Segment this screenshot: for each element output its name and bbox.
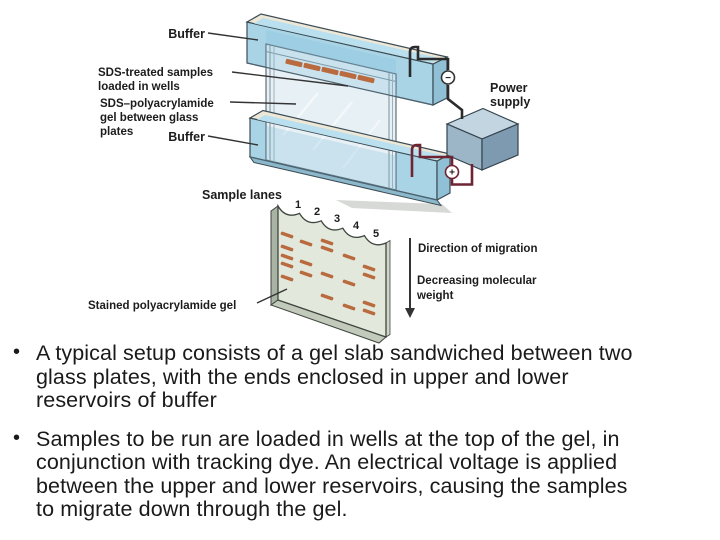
upper-tank-buffer-surface (254, 18, 441, 63)
samples-label-line1: SDS-treated samples (98, 67, 213, 79)
pointer-lines (207, 32, 349, 304)
positive-wire-lower (450, 164, 474, 186)
power-supply (445, 107, 520, 171)
glass-top-edge (265, 51, 397, 82)
gel-label-line2: gel between glass (100, 112, 198, 124)
gel-label-line1: SDS–polyacrylamide (100, 98, 214, 110)
sample-lanes-label: Sample lanes (202, 188, 282, 202)
protein-band (342, 279, 356, 287)
stained-gel (269, 203, 391, 344)
lane-number-2: 2 (314, 206, 320, 218)
bullet-2-line-2: conjunction with tracking dye. An electr… (36, 450, 618, 474)
protein-band (320, 245, 334, 253)
weight-label-line1: Decreasing molecular (417, 275, 537, 287)
bullet-1-text: A typical setup consists of a gel slab s… (36, 341, 712, 413)
protein-band (362, 300, 376, 308)
upper-tank-bottom-edge (246, 62, 434, 106)
bullet-1-line-3: reservoirs of buffer (36, 388, 217, 412)
negative-wire (408, 45, 450, 77)
protein-band (342, 253, 356, 261)
protein-band (357, 74, 375, 84)
gel-protein-bands (280, 231, 376, 316)
samples-pointer (231, 71, 349, 87)
positive-wire (410, 143, 454, 177)
bullet-2: Samples to be run are loaded in wells at… (0, 426, 712, 522)
buffer-top-pointer (207, 32, 259, 41)
wiring: − + (408, 45, 474, 186)
protein-band (362, 308, 376, 316)
bullet-marker (13, 427, 20, 450)
lower-tank-bottom-edge (249, 156, 438, 201)
lane-numbers: 1 2 3 4 5 (295, 199, 379, 240)
protein-band (303, 62, 321, 72)
power-supply-side (481, 123, 519, 171)
bullet-2-line-4: to migrate down through the gel. (36, 497, 348, 521)
protein-band (280, 274, 294, 282)
electrophoresis-diagram: − + 1 2 3 4 5 (88, 13, 537, 344)
power-supply-label-line1: Power (490, 81, 528, 95)
lane-number-5: 5 (373, 228, 379, 240)
gel-label-line3: plates (100, 126, 133, 138)
protein-band (339, 70, 357, 80)
protein-band (285, 58, 303, 68)
gel-face (277, 203, 387, 338)
gel-plates-pointer (229, 101, 297, 105)
protein-band (299, 239, 313, 247)
bullet-marker (13, 341, 20, 364)
protein-band (320, 238, 334, 246)
protein-band (280, 244, 294, 252)
bullet-1-line-2: glass plates, with the ends enclosed in … (36, 364, 569, 389)
protein-band (280, 253, 294, 261)
power-supply-label-line2: supply (490, 95, 530, 109)
diagram-labels: Buffer SDS-treated samples loaded in wel… (88, 27, 537, 312)
protein-band (299, 259, 313, 267)
buffer-bottom-label: Buffer (168, 130, 205, 144)
samples-label-line2: loaded in wells (98, 81, 180, 93)
glass-streak (282, 92, 319, 136)
tank-rims (245, 13, 452, 201)
gel-left-side (270, 205, 279, 306)
positive-terminal-sign: + (449, 168, 455, 179)
stained-gel-pointer (256, 288, 288, 304)
weight-label-line2: weight (416, 290, 454, 302)
bullet-2-line-3: between the upper and lower reservoirs, … (36, 473, 628, 498)
buffer-top-label: Buffer (168, 27, 205, 41)
protein-band (280, 231, 294, 239)
lower-buffer-tint (266, 125, 396, 190)
diagram-svg: − + 1 2 3 4 5 (88, 13, 537, 344)
protein-band (362, 272, 376, 280)
protein-band (320, 271, 334, 279)
tank-shadow (336, 200, 452, 213)
bullet-1-line-1: A typical setup consists of a gel slab s… (36, 341, 633, 365)
protein-band (342, 303, 356, 311)
arrow-head-icon (405, 308, 415, 318)
lane-number-1: 1 (295, 199, 301, 211)
protein-band (280, 261, 294, 269)
migration-arrow (405, 238, 415, 318)
bullet-2-line-1: Samples to be run are loaded in wells at… (36, 426, 620, 451)
bullet-2-text: Samples to be run are loaded in wells at… (36, 426, 712, 522)
negative-terminal-sign: − (445, 73, 451, 84)
buffer-bottom-pointer (207, 135, 259, 146)
bullet-list: A typical setup consists of a gel slab s… (0, 341, 712, 537)
positive-terminal-icon (444, 164, 460, 180)
lane-number-3: 3 (334, 213, 340, 225)
protein-band (321, 66, 339, 76)
negative-terminal-icon (440, 70, 456, 85)
lane-number-4: 4 (353, 220, 360, 232)
bullet-1: A typical setup consists of a gel slab s… (0, 341, 712, 413)
stained-gel-label: Stained polyacrylamide gel (88, 300, 236, 312)
glass-streak (312, 101, 353, 151)
protein-band (299, 270, 313, 278)
protein-band (362, 264, 376, 272)
well-sample-bands (285, 58, 375, 84)
lower-tank-buffer-surface (257, 115, 444, 160)
negative-wire-lower (446, 85, 464, 119)
direction-label: Direction of migration (418, 243, 537, 255)
protein-band (320, 293, 334, 301)
